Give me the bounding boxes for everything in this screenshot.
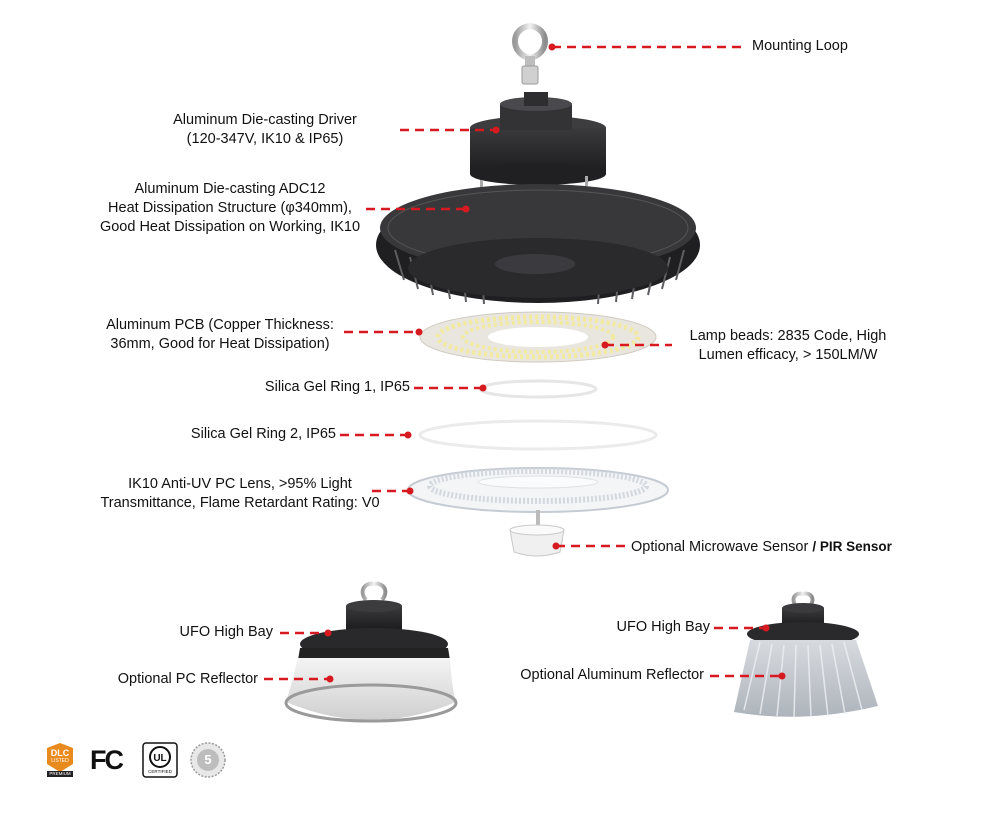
label-lamp-beads: Lamp beads: 2835 Code, High Lumen effica…: [680, 327, 896, 365]
label-pc-lens-line1: IK10 Anti-UV PC Lens, >95% Light: [128, 476, 352, 492]
label-pcb-line1: Aluminum PCB (Copper Thickness:: [106, 317, 334, 333]
dlc-logo-listed: LISTED: [51, 758, 69, 764]
label-mounting-loop: Mounting Loop: [752, 38, 848, 54]
leader-lines: [264, 45, 782, 681]
label-aluminum-reflector: Optional Aluminum Reflector: [520, 667, 704, 683]
warranty-badge: 5: [190, 742, 226, 778]
warranty-badge-number: 5: [204, 752, 212, 767]
label-driver: Aluminum Die-casting Driver (120-347V, I…: [165, 111, 365, 149]
gel-ring-1-part: [478, 379, 598, 399]
label-driver-line2: (120-347V, IK10 & IP65): [186, 131, 344, 147]
fc-logo: FC: [90, 745, 124, 775]
label-pc-lens: IK10 Anti-UV PC Lens, >95% Light Transmi…: [84, 475, 396, 513]
label-sensor-pir: / PIR Sensor: [812, 539, 892, 554]
ul-certified-logo: UL CERTIFIED: [142, 742, 178, 778]
ufo-pc-reflector-product: [284, 581, 458, 723]
driver-part: [470, 92, 606, 190]
dlc-logo: DLC LISTED PREMIUM: [45, 742, 75, 778]
ul-certified-text: CERTIFIED: [148, 769, 172, 774]
dlc-logo-premium: PREMIUM: [49, 771, 71, 776]
label-lamp-beads-line1: Lamp beads: 2835 Code, High: [689, 328, 887, 344]
label-pc-reflector: Optional PC Reflector: [117, 671, 258, 687]
label-heatsink-line2: Heat Dissipation Structure (φ340mm),: [108, 200, 352, 216]
label-pcb-line2: 36mm, Good for Heat Dissipation): [110, 336, 330, 352]
pc-lens-part: [407, 467, 669, 513]
label-ufo-right: UFO High Bay: [616, 619, 710, 635]
leader-dots: [324, 43, 786, 683]
gel-ring-2-part: [418, 419, 658, 451]
heatsink-part: [376, 184, 700, 305]
mounting-loop-part: [512, 22, 548, 85]
label-lamp-beads-line2: Lumen efficacy, > 150LM/W: [698, 347, 878, 363]
label-ufo-left: UFO High Bay: [179, 624, 273, 640]
label-gel-ring-2: Silica Gel Ring 2, IP65: [190, 426, 336, 442]
sensor-part: [509, 510, 565, 557]
dlc-logo-text: DLC: [50, 748, 70, 758]
svg-text:UL: UL: [153, 753, 166, 764]
pcb-part: [419, 311, 657, 363]
label-heatsink-line1: Aluminum Die-casting ADC12: [134, 181, 326, 197]
label-pcb: Aluminum PCB (Copper Thickness: 36mm, Go…: [96, 316, 344, 354]
label-heatsink-line3: Good Heat Dissipation on Working, IK10: [99, 219, 361, 235]
label-sensor-text: Optional Microwave Sensor: [631, 539, 809, 555]
label-pc-lens-line2: Transmittance, Flame Retardant Rating: V…: [100, 495, 380, 511]
label-sensor: Optional Microwave Sensor / PIR Sensor: [631, 537, 892, 557]
label-driver-line1: Aluminum Die-casting Driver: [173, 112, 357, 128]
label-gel-ring-1: Silica Gel Ring 1, IP65: [264, 379, 410, 395]
ufo-aluminum-reflector-product: [734, 591, 878, 718]
label-heatsink: Aluminum Die-casting ADC12 Heat Dissipat…: [88, 180, 372, 237]
